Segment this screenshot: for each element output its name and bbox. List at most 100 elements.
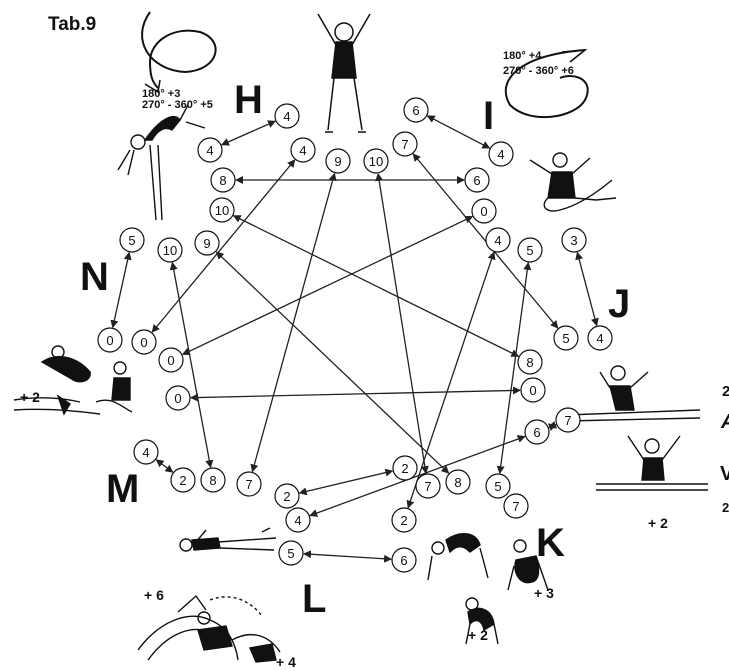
node-m3: 2: [274, 483, 300, 509]
node-k6: 7: [415, 473, 441, 499]
connection-c1-m1: [250, 172, 337, 473]
letter-m: M: [106, 467, 139, 511]
node-value-n4: 0: [174, 391, 181, 406]
node-circle-i6: [485, 227, 511, 253]
letter-k: K: [536, 521, 565, 565]
connections-layer: [110, 115, 599, 563]
connection-h2-h1: [220, 120, 277, 146]
edge-fragment-1: 2: [722, 383, 729, 400]
node-k2: 7: [555, 407, 581, 433]
node-value-i5: 0: [480, 204, 487, 219]
node-circle-m1: [236, 471, 262, 497]
node-circle-l3: [278, 540, 304, 566]
gymnast-figure-bottom-left: [137, 594, 281, 663]
node-h5: 10: [209, 197, 235, 223]
node-circle-m5: [170, 467, 196, 493]
node-circle-n3: [158, 347, 184, 373]
node-j2: 4: [587, 325, 613, 351]
node-circle-k3: [503, 493, 529, 519]
node-circle-m3: [274, 483, 300, 509]
node-circle-n5: [119, 227, 145, 253]
node-l1: 2: [392, 455, 418, 481]
node-n7: 9: [194, 230, 220, 256]
bonus-left-figure: + 2: [20, 389, 40, 405]
node-value-l3: 5: [287, 546, 294, 561]
node-l5: 2: [391, 507, 417, 533]
node-k1: 6: [524, 419, 550, 445]
node-circle-n7: [194, 230, 220, 256]
node-value-j3: 5: [562, 331, 569, 346]
node-h3: 4: [290, 137, 316, 163]
connection-h5-j4: [232, 215, 520, 357]
node-circle-j5: [520, 377, 546, 403]
node-value-h1: 4: [283, 109, 290, 124]
node-value-j5: 0: [529, 383, 536, 398]
node-circle-k1: [524, 419, 550, 445]
node-i6: 4: [485, 227, 511, 253]
node-c1: 9: [325, 148, 351, 174]
connection-i1-i2: [426, 115, 491, 149]
node-value-i1: 6: [412, 103, 419, 118]
node-n1: 0: [97, 327, 123, 353]
node-n3: 0: [158, 347, 184, 373]
node-value-k5: 8: [454, 475, 461, 490]
gymnast-figure-j: [565, 365, 701, 422]
gymnast-figure-i: [529, 152, 617, 212]
edge-fragment-2: A: [720, 411, 729, 433]
node-circle-i7: [517, 237, 543, 263]
letter-i: I: [483, 94, 494, 138]
node-circle-k6: [415, 473, 441, 499]
node-value-m2: 8: [209, 473, 216, 488]
node-circle-i1: [403, 97, 429, 123]
node-value-i6: 4: [494, 233, 501, 248]
node-k3: 7: [503, 493, 529, 519]
node-m2: 8: [200, 467, 226, 493]
node-circle-l4: [391, 547, 417, 573]
node-h4: 8: [210, 167, 236, 193]
node-circle-m2: [200, 467, 226, 493]
node-value-l5: 2: [400, 513, 407, 528]
node-circle-l1: [392, 455, 418, 481]
node-circle-j4: [517, 349, 543, 375]
node-m4: 4: [133, 439, 159, 465]
node-n5: 5: [119, 227, 145, 253]
connection-i6-l5: [406, 251, 496, 509]
node-h2: 4: [197, 137, 223, 163]
edge-fragment-3: V: [720, 463, 729, 485]
node-circle-i4: [464, 167, 490, 193]
node-value-i4: 6: [473, 173, 480, 188]
node-i2: 4: [488, 141, 514, 167]
node-j3: 5: [553, 325, 579, 351]
node-value-i2: 4: [497, 147, 504, 162]
node-value-i3: 7: [401, 137, 408, 152]
node-circle-n6: [157, 237, 183, 263]
node-circle-i3: [392, 131, 418, 157]
rotation-note-right-1: 180° +4: [503, 50, 542, 62]
gymnast-figure-l: [179, 527, 277, 552]
node-value-k6: 7: [424, 479, 431, 494]
node-circle-h4: [210, 167, 236, 193]
node-circle-c1: [325, 148, 351, 174]
node-circle-h5: [209, 197, 235, 223]
node-circle-h3: [290, 137, 316, 163]
node-value-k4: 5: [494, 479, 501, 494]
rotation-note-left-1: 180° +3: [142, 88, 180, 100]
node-i5: 0: [471, 198, 497, 224]
node-j4: 8: [517, 349, 543, 375]
gymnast-figure-h: [117, 104, 206, 221]
connection-n7-k5: [215, 251, 450, 474]
bonus-right-figure: + 2: [648, 515, 668, 531]
bonus-bottom-right-upper: + 3: [534, 585, 554, 601]
node-value-j2: 4: [596, 331, 603, 346]
node-value-n3: 0: [167, 353, 174, 368]
node-value-l2: 4: [294, 513, 301, 528]
connection-n5-n1: [110, 251, 132, 329]
node-circle-n1: [97, 327, 123, 353]
node-circle-l5: [391, 507, 417, 533]
node-value-c2: 10: [369, 154, 383, 169]
gymnast-figure-n: [13, 345, 133, 416]
table-title: Tab.9: [48, 14, 96, 35]
connection-j5-n4: [189, 386, 522, 402]
